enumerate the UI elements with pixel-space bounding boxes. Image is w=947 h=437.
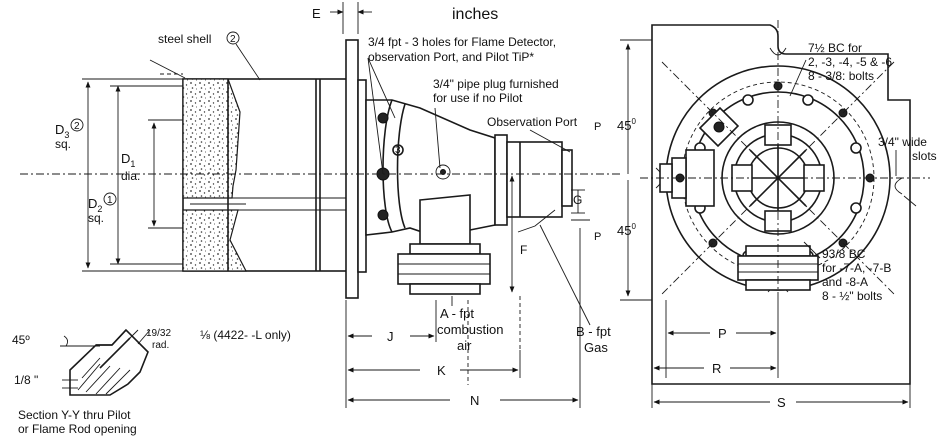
label-d2-note: 1 xyxy=(107,195,113,206)
dimension-e: E xyxy=(312,2,372,34)
label-plug-line1: 3/4" pipe plug furnished xyxy=(433,77,559,91)
label-detail-radius: 19/32 xyxy=(146,328,171,339)
label-p-top: P xyxy=(594,121,601,133)
callout-2-circle xyxy=(226,31,240,45)
label-d3: D3 xyxy=(55,122,69,140)
dimension-d-group xyxy=(82,78,246,272)
label-s: S xyxy=(777,395,786,410)
label-wide-line1: 3/4" wide xyxy=(878,135,927,149)
label-d2-sq: sq. xyxy=(88,211,104,225)
label-a-line2: combustion xyxy=(437,322,503,337)
front-view xyxy=(640,20,930,408)
burner-body: 3 xyxy=(365,99,573,295)
label-d1: D1 xyxy=(121,151,135,169)
label-steel-shell: steel shell xyxy=(158,32,211,46)
callout-d2-note-circle xyxy=(103,192,117,206)
label-p-bottom: P xyxy=(594,231,601,243)
label-bc-large-line3: and -8-A xyxy=(822,275,868,289)
label-g: G xyxy=(573,193,582,207)
label-footnote-4422: ⅛ (4422- -L only) xyxy=(200,328,291,342)
label-45-top: 450 xyxy=(617,117,636,133)
label-detail-rad: rad. xyxy=(152,340,169,351)
label-k: K xyxy=(437,363,446,378)
label-b-line1: B - fpt xyxy=(576,324,611,339)
label-detail-eighth: 1/8 " xyxy=(14,373,38,387)
label-detail-45: 45º xyxy=(12,333,30,347)
label-a-line3: air xyxy=(457,338,472,353)
dimension-jkn xyxy=(345,228,581,408)
callout-d3-note-circle xyxy=(70,118,84,132)
label-d2: D2 xyxy=(88,196,102,214)
label-section-line1: Section Y-Y thru Pilot xyxy=(18,408,131,422)
label-bc-large-line1: 93/8 BC xyxy=(822,247,866,261)
label-bc-small-line3: 8 - 3/8: bolts xyxy=(808,69,874,83)
steel-shell xyxy=(149,59,348,272)
label-section-line2: or Flame Rod opening xyxy=(18,422,137,436)
label-bc-large-line4: 8 - ½" bolts xyxy=(822,289,882,303)
label-bc-small-line1: 7½ BC for xyxy=(808,41,862,55)
label-b-line2: Gas xyxy=(584,340,608,355)
label-bc-large-line2: for -7-A, -7-B xyxy=(822,261,891,275)
label-d3-sq: sq. xyxy=(55,137,71,151)
label-plug-line2: for use if no Pilot xyxy=(433,91,523,105)
label-p-dim: P xyxy=(718,326,727,341)
label-r: R xyxy=(712,361,721,376)
dimension-prs xyxy=(653,300,909,405)
label-f: F xyxy=(520,243,527,257)
units-title: inches xyxy=(452,6,498,23)
label-45-bottom: 450 xyxy=(617,222,636,238)
label-holes-line2: observation Port, and Pilot TiP* xyxy=(368,50,534,64)
label-a-line1: A - fpt xyxy=(440,306,474,321)
label-n: N xyxy=(470,393,479,408)
label-e: E xyxy=(312,6,321,21)
label-wide-line2: slots xyxy=(912,149,937,163)
label-d1-dia: dia. xyxy=(121,169,140,183)
label-steel-shell-note: 2 xyxy=(230,34,236,45)
label-d3-note: 2 xyxy=(74,121,80,132)
section-detail xyxy=(60,328,151,396)
callout-3: 3 xyxy=(395,145,401,156)
label-j: J xyxy=(387,329,394,344)
label-holes-line1: 3/4 fpt - 3 holes for Flame Detector, xyxy=(368,35,556,49)
label-bc-small-line2: 2, -3, -4, -5 & -6 xyxy=(808,55,892,69)
mounting-flange xyxy=(345,39,367,299)
label-observation-port: Observation Port xyxy=(487,115,578,129)
